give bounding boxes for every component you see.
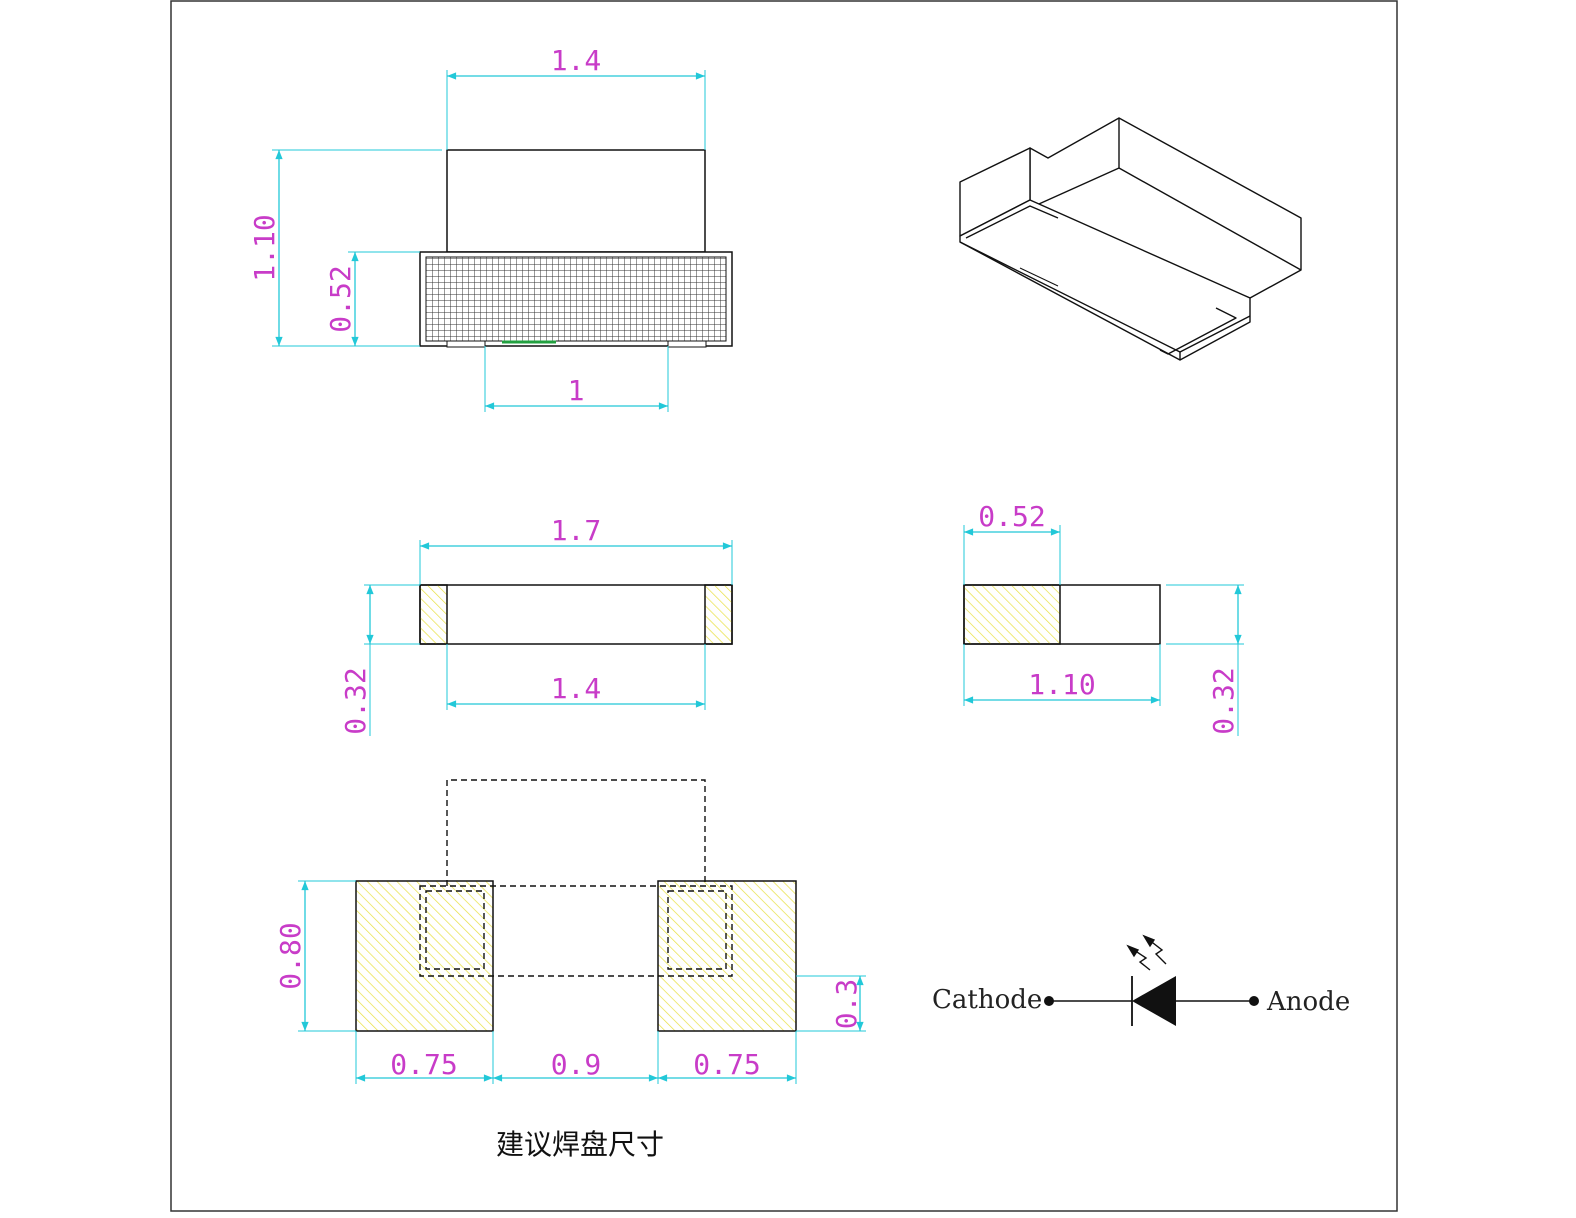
dim-top-gap: 1	[568, 374, 585, 407]
left-pad	[355, 880, 494, 1032]
side-view: 0.52 1.10 0.32	[963, 500, 1244, 736]
dim-pad-left: 0.75	[390, 1048, 457, 1081]
footprint-view: 0.80 0.3 0.75 0.9 0.75 建议焊盘尺寸	[274, 779, 866, 1161]
drawing-frame	[170, 0, 1398, 1212]
dim-top-height: 1.10	[248, 214, 281, 281]
top-view: 1.4 1.10 0.52 1	[248, 44, 733, 412]
led-schematic: Cathode Anode	[932, 934, 1350, 1026]
component-body-outline	[419, 885, 733, 977]
light-emission-arrows	[1126, 934, 1167, 971]
dim-inner-height: 0.3	[830, 979, 863, 1030]
dim-side-pad: 0.52	[978, 500, 1045, 533]
side-terminal	[963, 584, 1061, 645]
dim-front-thickness: 0.32	[339, 667, 372, 734]
dim-top-width: 1.4	[551, 44, 602, 77]
front-right-terminal	[704, 584, 733, 645]
grid-area	[425, 256, 727, 342]
cathode-label: Cathode	[932, 985, 1042, 1015]
diode-triangle	[1132, 976, 1176, 1026]
component-lens-outline	[446, 779, 706, 886]
dim-pad-right: 0.75	[693, 1048, 760, 1081]
dim-pad-height: 0.80	[274, 922, 307, 989]
dim-side-length: 1.10	[1028, 668, 1095, 701]
left-terminal-outline	[425, 890, 485, 970]
dim-gap: 0.9	[551, 1048, 602, 1081]
lens-body	[446, 149, 706, 253]
dim-front-body: 1.4	[551, 672, 602, 705]
front-view: 1.7 1.4 0.32	[339, 514, 733, 736]
footprint-caption: 建议焊盘尺寸	[496, 1128, 664, 1161]
dim-front-total: 1.7	[551, 514, 602, 547]
dim-top-lens: 0.52	[324, 265, 357, 332]
front-body	[419, 584, 733, 645]
isometric-view	[959, 117, 1302, 361]
left-terminal-tab	[446, 340, 486, 348]
dim-side-thickness: 0.32	[1207, 667, 1240, 734]
right-terminal-outline	[667, 890, 727, 970]
anode-label: Anode	[1266, 987, 1350, 1017]
front-left-terminal	[419, 584, 448, 645]
anode-terminal-dot	[1249, 996, 1259, 1006]
right-terminal-tab	[667, 340, 707, 348]
right-pad	[657, 880, 797, 1032]
